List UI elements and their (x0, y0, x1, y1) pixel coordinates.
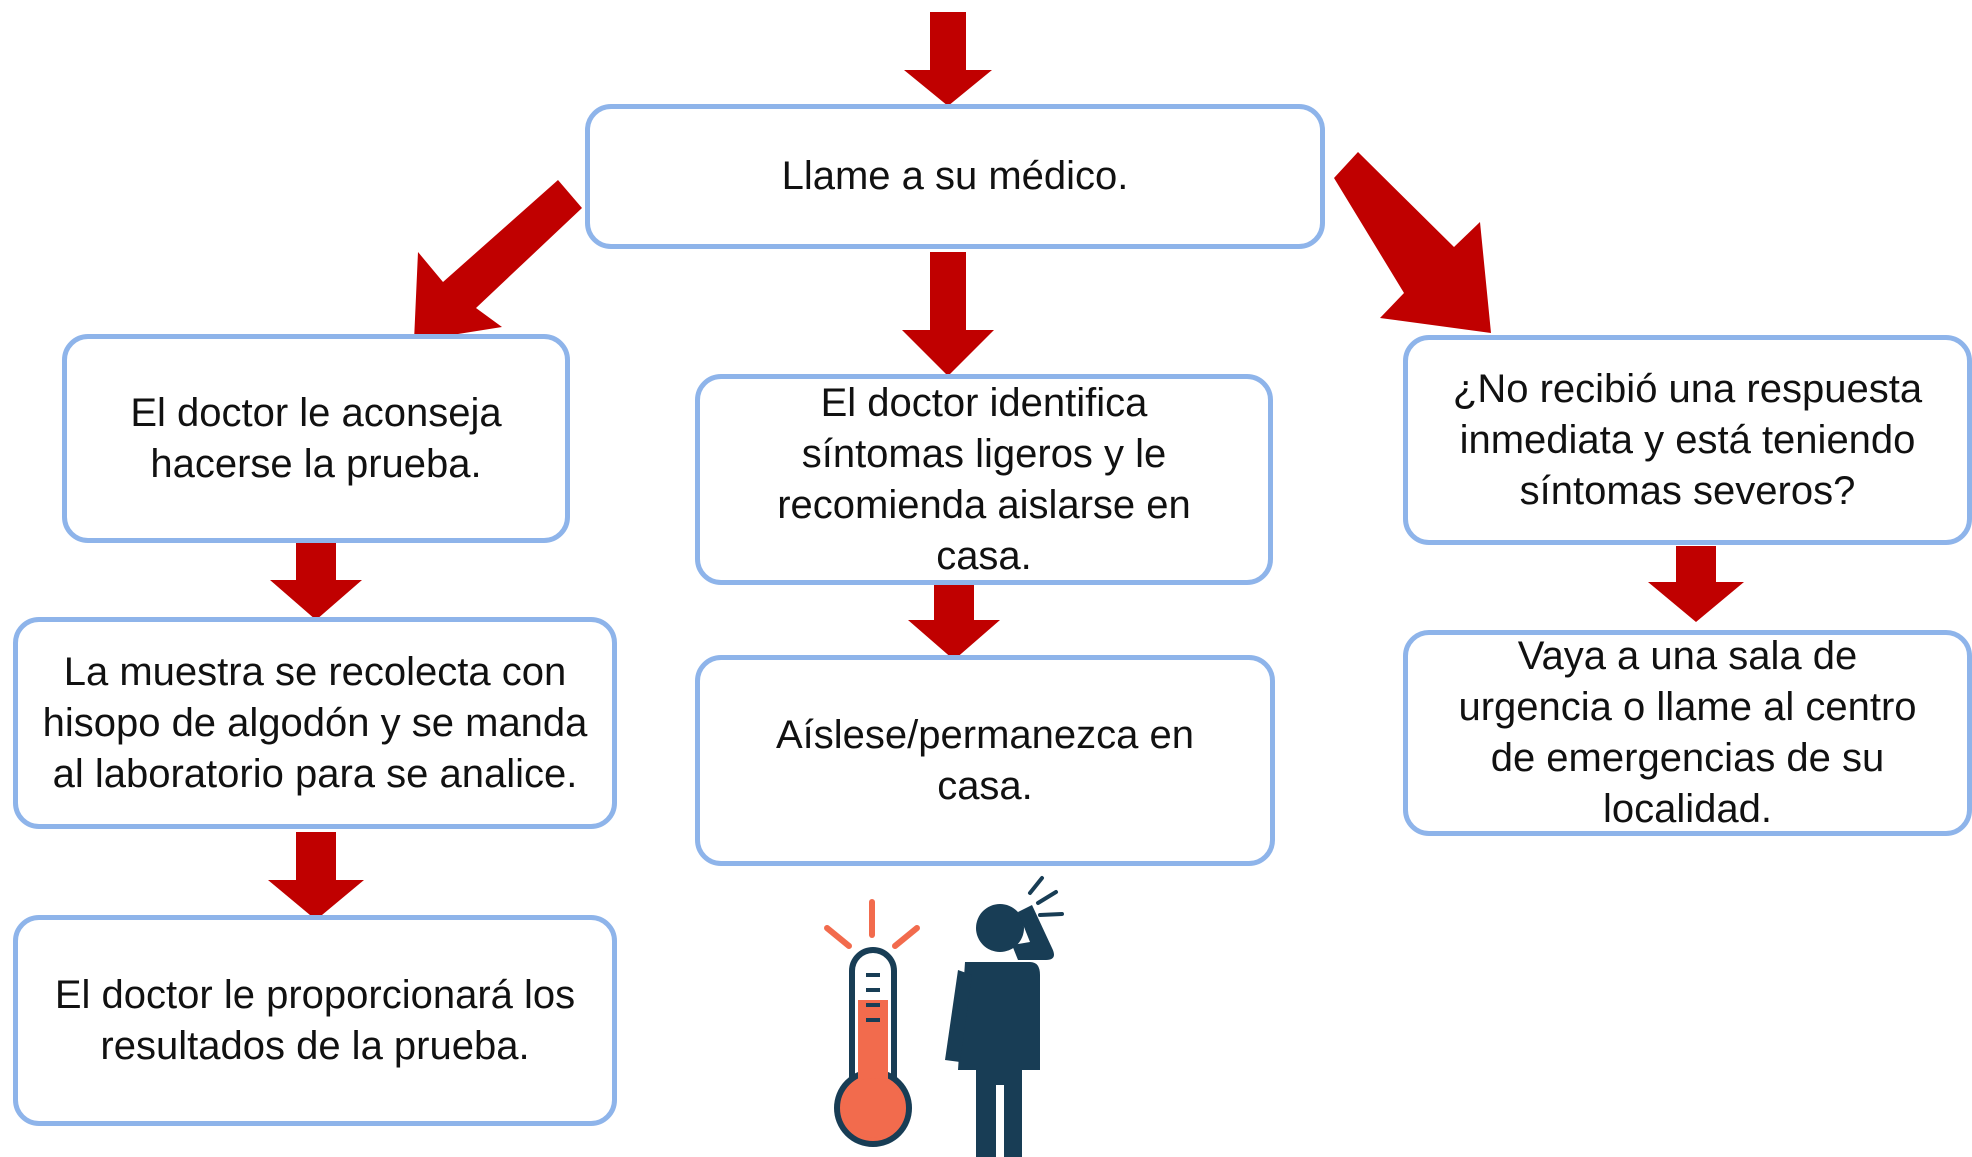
arrow-to-no-response (1334, 152, 1491, 333)
node-advise-test: El doctor le aconseja hacerse la prueba. (62, 334, 570, 543)
node-isolate-text: Aíslese/permanezca en casa. (775, 712, 1194, 808)
node-results: El doctor le proporcionará los resultado… (13, 915, 617, 1126)
node-emergency: Vaya a una sala de urgencia o llame al c… (1403, 630, 1972, 836)
node-call-doctor: Llame a su médico. (585, 104, 1325, 249)
arrow-to-advise-test (414, 180, 582, 341)
node-no-response: ¿No recibió una respuesta inmediata y es… (1403, 335, 1972, 545)
node-emergency-text: Vaya a una sala de urgencia o llame al c… (1458, 634, 1917, 831)
arrow-top (904, 12, 992, 106)
arrow-to-emergency (1648, 546, 1744, 622)
node-mild-symptoms-text: El doctor identifica síntomas ligeros y … (777, 380, 1191, 578)
arrow-to-results (268, 832, 364, 920)
arrow-to-isolate (908, 584, 1000, 660)
node-results-text: El doctor le proporcionará los resultado… (54, 972, 576, 1068)
node-advise-test-text: El doctor le aconseja hacerse la prueba. (130, 390, 502, 486)
node-isolate: Aíslese/permanezca en casa. (695, 655, 1275, 866)
arrow-to-mild-symptoms (902, 252, 994, 376)
node-sample-collected: La muestra se recolecta con hisopo de al… (13, 617, 617, 829)
node-sample-collected-text: La muestra se recolecta con hisopo de al… (42, 649, 588, 796)
node-mild-symptoms: El doctor identifica síntomas ligeros y … (695, 374, 1273, 585)
node-no-response-text: ¿No recibió una respuesta inmediata y es… (1452, 366, 1923, 513)
node-call-doctor-text: Llame a su médico. (781, 154, 1129, 198)
arrow-to-sample (270, 542, 362, 620)
